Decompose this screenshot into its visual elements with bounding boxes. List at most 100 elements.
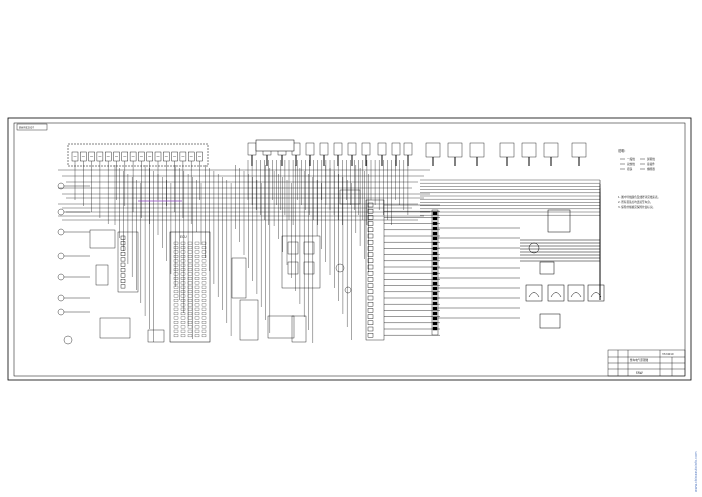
ecu-pin xyxy=(187,263,193,267)
ecu-pin xyxy=(194,294,200,298)
ecu-pin xyxy=(180,263,186,267)
ecu-pin xyxy=(187,312,193,316)
column-pin xyxy=(367,227,374,233)
column-pin xyxy=(367,271,374,276)
switch-box xyxy=(255,139,295,152)
column-pin xyxy=(367,208,374,214)
right-modules xyxy=(520,180,605,329)
ecu-pin xyxy=(180,321,186,324)
pin xyxy=(120,246,126,251)
ecu-pin xyxy=(180,290,186,294)
column-pin xyxy=(367,295,374,301)
column-pin xyxy=(367,333,374,338)
column-pin xyxy=(367,215,374,220)
ecu-pin xyxy=(201,255,207,258)
top-connector xyxy=(425,142,441,158)
column-pin xyxy=(367,283,374,288)
left-sensor-box xyxy=(95,264,109,286)
terminal xyxy=(432,226,438,231)
terminal xyxy=(432,251,438,256)
left-component-symbol xyxy=(57,252,65,260)
ecu-pin xyxy=(201,259,207,263)
pin xyxy=(120,273,126,278)
ecu-pin xyxy=(194,290,200,294)
ecu-pin xyxy=(180,316,186,320)
relay-block xyxy=(231,257,247,299)
ecu-pin xyxy=(187,259,193,263)
title-block-code: 3724010 xyxy=(662,352,674,356)
connector-column xyxy=(365,199,385,341)
pin xyxy=(120,241,126,246)
ecu-pin xyxy=(180,255,186,258)
outer-border xyxy=(7,117,692,381)
connector-box xyxy=(539,261,555,275)
relay xyxy=(287,241,299,255)
ecu-label: ECU xyxy=(180,235,187,239)
top-connector xyxy=(447,142,463,158)
ecu-pin xyxy=(187,277,193,280)
ecu-pin xyxy=(194,255,200,258)
column-pin xyxy=(367,239,374,245)
ecu-pin xyxy=(201,272,207,276)
ecu-pin xyxy=(173,285,179,289)
terminal xyxy=(432,231,438,236)
terminal xyxy=(432,326,438,331)
ecu-pin xyxy=(194,329,200,333)
left-component-symbol xyxy=(57,228,65,236)
ecu-pin xyxy=(194,241,200,245)
gauge-dial xyxy=(570,292,582,298)
gauge-module xyxy=(525,284,543,302)
ecu-pin xyxy=(180,277,186,280)
ecu-pin xyxy=(201,281,207,285)
relay-block xyxy=(267,315,295,339)
main-harness xyxy=(58,160,600,343)
sheet-badge: BWIRE2007 xyxy=(19,126,34,130)
ecu-pin xyxy=(180,285,186,289)
ecu-pin xyxy=(187,321,193,324)
ecu-pin xyxy=(187,272,193,276)
column-pin xyxy=(367,258,374,263)
notes-panel: 说明: 一般线屏蔽线双绞线接插件搭铁熔断器 1. 图中导线颜色及线径详见线束表。… xyxy=(618,148,660,209)
legend-label: 熔断器 xyxy=(647,167,655,171)
ecu-pin xyxy=(173,294,179,298)
terminal xyxy=(432,311,438,316)
notes-title: 说明: xyxy=(618,148,625,153)
ecu-pin xyxy=(194,259,200,263)
gauge-dial xyxy=(590,292,602,298)
terminal xyxy=(432,316,438,321)
ecu-pin xyxy=(180,272,186,276)
ecu-pin xyxy=(201,299,207,302)
ecu-pin xyxy=(187,307,193,311)
ecu-pin xyxy=(180,281,186,285)
ecu-pin xyxy=(194,277,200,280)
ecu-pin xyxy=(173,303,179,307)
ecu-pin xyxy=(173,277,179,280)
title-block-brand: FAW xyxy=(636,371,644,375)
ecu-pin xyxy=(201,250,207,254)
ecu-pin xyxy=(180,259,186,263)
ecu-pin xyxy=(201,307,207,311)
ecu-pin xyxy=(201,312,207,316)
terminal xyxy=(432,256,438,261)
ecu-pin xyxy=(173,312,179,316)
column-pin xyxy=(367,202,374,208)
top-connector xyxy=(305,142,315,156)
left-components xyxy=(57,182,165,345)
legend-label: 双绞线 xyxy=(627,162,635,166)
ecu-pin xyxy=(201,285,207,289)
left-connector-block xyxy=(117,231,139,293)
legend-label: 接插件 xyxy=(647,162,655,166)
pin xyxy=(120,251,126,256)
ecu-pin xyxy=(187,303,193,307)
ecu-pin xyxy=(173,329,179,333)
ecu-pin xyxy=(194,263,200,267)
terminal xyxy=(432,281,438,286)
top-connector xyxy=(347,142,357,156)
watermark-text: www.chinaautoinfo.com xyxy=(694,451,698,492)
pin xyxy=(120,235,126,240)
terminal xyxy=(432,221,438,226)
ecu-pin xyxy=(180,268,186,272)
ecu-pin xyxy=(173,316,179,320)
terminal xyxy=(432,286,438,291)
